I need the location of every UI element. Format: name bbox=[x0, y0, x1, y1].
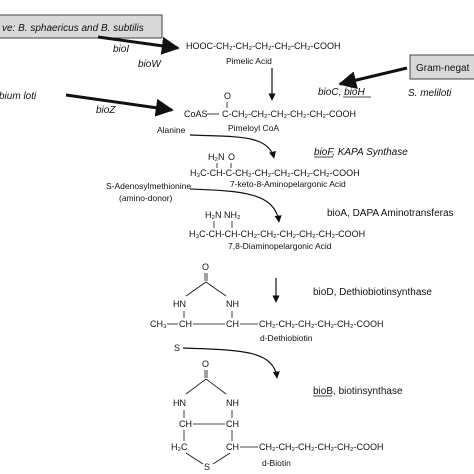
gram-negative-pathway-arrow bbox=[338, 66, 408, 89]
pimelic-acid-name: Pimelic Acid bbox=[226, 56, 272, 66]
dethio-chain: CH₂-CH₂-CH₂-CH₂-CH₂-COOH bbox=[259, 319, 383, 329]
step-label-bioD: bioD, Dethiobiotinsynthase bbox=[313, 287, 432, 298]
dethio-methyl: CH₃ bbox=[150, 319, 167, 329]
dethio-name: d-Dethiobiotin bbox=[260, 333, 313, 343]
biotin-chain: CH₂-CH₂-CH₂-CH₂-CH₂-COOH bbox=[259, 442, 383, 452]
biotin-thio-bond-2 bbox=[212, 452, 231, 465]
pimeloyl-coa-prefix: CoAS bbox=[184, 109, 208, 119]
biotin-name: d-Biotin bbox=[262, 458, 291, 468]
dapa-name: 7,8-Diaminopelargonic Acid bbox=[228, 241, 332, 251]
dapa-amine-1: H₂N bbox=[205, 210, 222, 220]
biotin-ring-hn: HN bbox=[173, 398, 186, 408]
dethio-ring-bond-1 bbox=[185, 281, 207, 297]
biotin-sulfur: S bbox=[204, 462, 210, 472]
step-label-bioA: bioA, DAPA Aminotransferas bbox=[327, 208, 454, 219]
step-arrow-5 bbox=[182, 347, 280, 379]
reagent-amino-donor: (amino-donor) bbox=[119, 193, 173, 203]
gene-label-bioZ: bioZ bbox=[96, 105, 116, 116]
reagent-sulfur: S bbox=[174, 343, 180, 353]
gene-label-bioI: bioI bbox=[113, 44, 129, 55]
kapa-formula: H₃C-CH-C-CH₂-CH₂-CH₂-CH₂-CH₂-COOH bbox=[190, 168, 360, 178]
organism-box-gram-negative bbox=[409, 54, 474, 80]
dapa-amine-2: NH₂ bbox=[224, 210, 241, 220]
dethio-ring-hn: HN bbox=[173, 299, 186, 309]
dapa-formula: H₃C-CH-CH-CH₂-CH₂-CH₂-CH₂-CH₂-COOH bbox=[189, 229, 365, 239]
kapa-name: 7-keto-8-Aminopelargonic Acid bbox=[230, 179, 346, 189]
pimeloyl-chain: C-CH₂-CH₂-CH₂-CH₂-CH₂-COOH bbox=[222, 109, 356, 119]
bacillus-pathway-arrow bbox=[97, 35, 180, 55]
step-arrow-3 bbox=[189, 188, 282, 223]
kapa-amine: H₂N bbox=[208, 152, 225, 162]
biotin-thio-bond-1 bbox=[185, 452, 204, 465]
biotin-ch-side: CH bbox=[226, 442, 239, 452]
dethio-ring-ch-left: CH bbox=[179, 319, 192, 329]
reagent-alanine: Alanine bbox=[157, 125, 186, 135]
species-label-rhizobium-loti: bium loti bbox=[0, 91, 37, 102]
biotin-carbonyl-o: O bbox=[202, 359, 209, 369]
pimelic-acid-formula: HOOC-CH₂-CH₂-CH₂-CH₂-CH₂-COOH bbox=[186, 41, 340, 51]
rhizobium-pathway-arrow bbox=[65, 93, 174, 117]
dethio-ring-nh: NH bbox=[226, 299, 239, 309]
species-label-s-meliloti: S. meliloti bbox=[408, 88, 452, 99]
organism-box-bacillus bbox=[0, 14, 163, 39]
kapa-carbonyl-o: O bbox=[228, 152, 235, 162]
step-arrow-2 bbox=[189, 134, 276, 159]
dethio-carbonyl-o: O bbox=[202, 262, 209, 272]
gene-label-bioW: bioW bbox=[138, 59, 162, 70]
organism-box-gram-negative-label: Gram-negat bbox=[416, 63, 470, 74]
dethio-ring-bond-2 bbox=[205, 281, 227, 297]
biotin-ring-bond-2 bbox=[205, 378, 227, 395]
organism-box-bacillus-label: ve: B. sphaericus and B. subtilis bbox=[2, 23, 144, 34]
biotin-ring-nh: NH bbox=[226, 398, 239, 408]
biotin-ring-bond-1 bbox=[185, 378, 207, 395]
biotin-h2c: H₂C bbox=[171, 442, 188, 452]
dethio-ring-ch-right: CH bbox=[226, 319, 239, 329]
pimeloyl-coa-name: Pimeloyl CoA bbox=[228, 123, 279, 133]
step-label-bioB: bioB, biotinsynthase bbox=[313, 386, 403, 397]
biotin-ring-ch-right: CH bbox=[226, 419, 239, 429]
gene-label-bioC-bioH: bioC, bioH bbox=[318, 87, 365, 98]
step-label-bioF: bioF, KAPA Synthase bbox=[314, 147, 408, 158]
biotin-ring-ch: CH bbox=[179, 419, 192, 429]
reagent-sam: S-Adenosylmethionine bbox=[106, 181, 191, 191]
pimeloyl-carbonyl-o: O bbox=[224, 91, 231, 101]
